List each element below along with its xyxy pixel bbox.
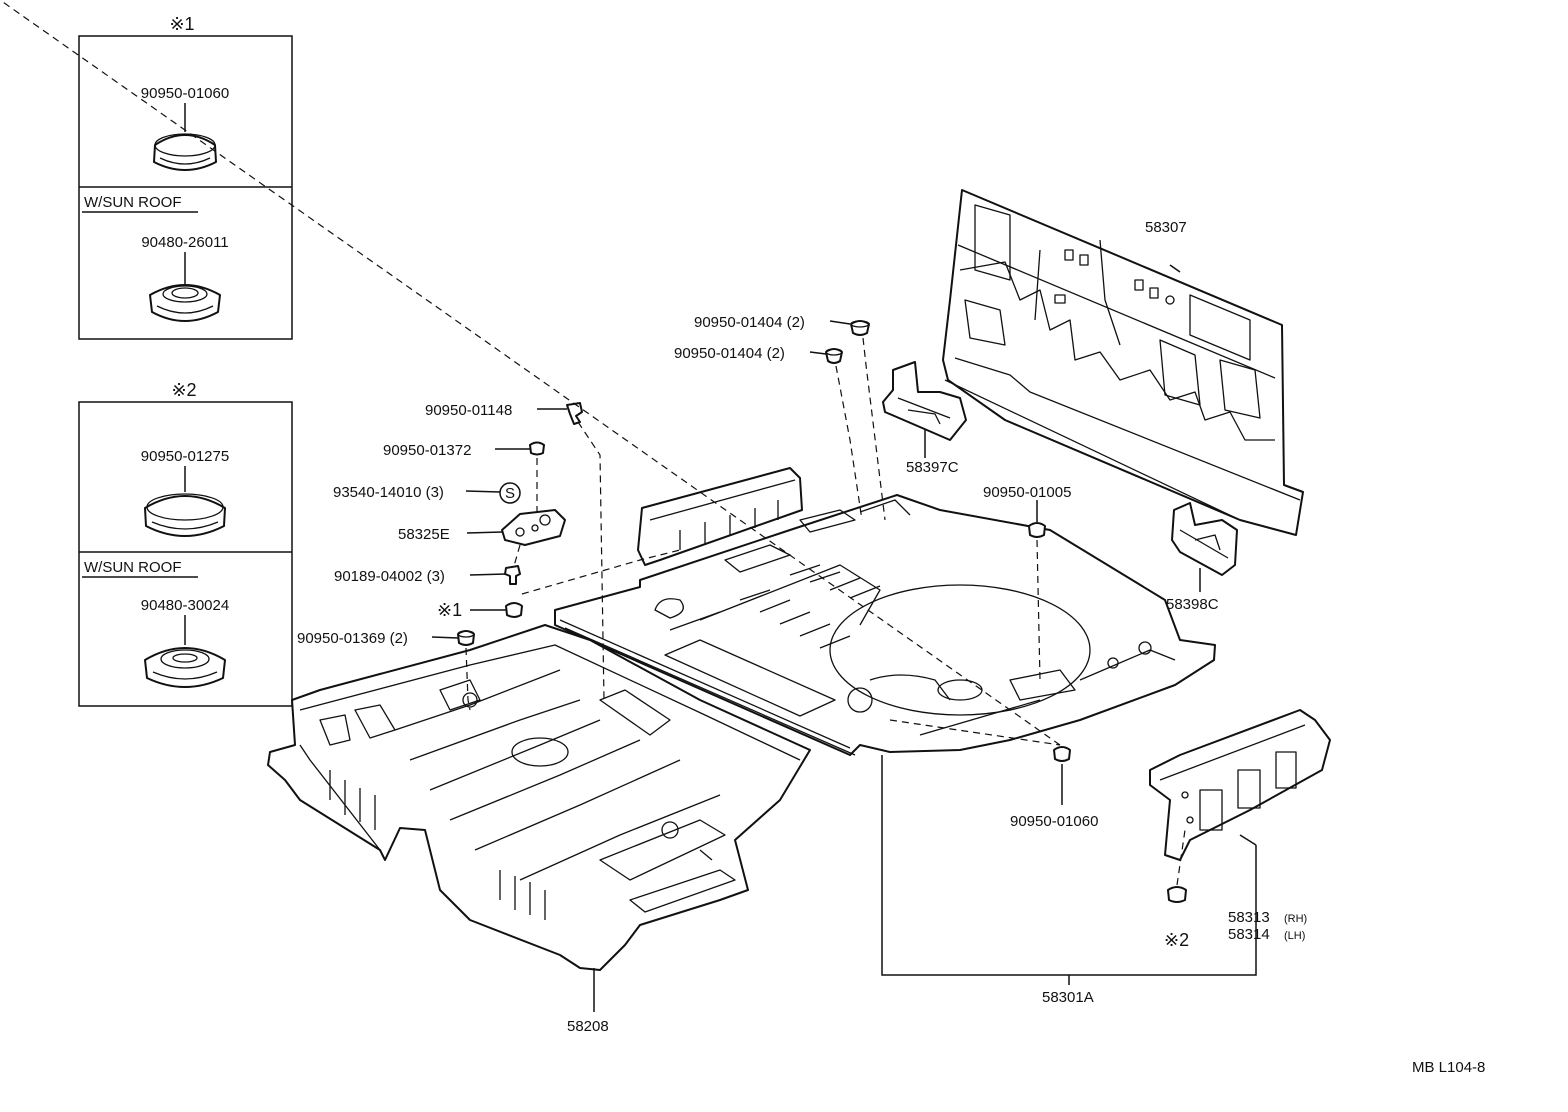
label-90950-01369: 90950-01369 (2) xyxy=(297,630,408,647)
plug-90950-01372-icon xyxy=(529,441,545,456)
symbol-s-text: S xyxy=(505,485,515,502)
label-58325e: 58325E xyxy=(398,526,450,543)
leader-lines xyxy=(431,264,1257,1012)
label-90950-01404-a: 90950-01404 (2) xyxy=(694,314,805,331)
label-90950-01005: 90950-01005 xyxy=(983,484,1071,501)
inset1-bottom-part-label: 90480-26011 xyxy=(141,234,228,251)
floor-pan-58208 xyxy=(267,624,811,971)
label-58307: 58307 xyxy=(1145,219,1187,236)
bracket-58397c xyxy=(882,361,967,441)
side-member-58313-58314 xyxy=(1149,709,1331,861)
clip-90950-01404-b-icon xyxy=(825,348,843,364)
bracket-58325e-icon xyxy=(501,509,566,546)
left-rail-panel xyxy=(637,467,803,566)
inset1-option-label: W/SUN ROOF xyxy=(84,194,182,211)
inset2-marker: ※2 xyxy=(171,380,196,400)
plug-90950-01369-icon xyxy=(457,630,475,646)
bracket-58398c xyxy=(1171,502,1238,576)
label-58398c: 58398C xyxy=(1166,596,1219,613)
label-58313: 58313 xyxy=(1228,909,1270,926)
part-labels: 90950-01404 (2) 90950-01404 (2) 90950-01… xyxy=(297,219,1485,1076)
label-58301a: 58301A xyxy=(1042,989,1094,1006)
assembly-dashed-lines xyxy=(0,0,1186,886)
label-90950-01148: 90950-01148 xyxy=(425,402,512,419)
label-58313-side: (RH) xyxy=(1284,913,1307,925)
label-90950-01404-b: 90950-01404 (2) xyxy=(674,345,785,362)
label-58314-side: (LH) xyxy=(1284,930,1305,942)
label-90950-01372: 90950-01372 xyxy=(383,442,471,459)
sunroof-plug-icon xyxy=(144,647,226,688)
clip-90950-01404-a-icon xyxy=(850,320,870,336)
plug-90950-01060-icon xyxy=(1053,746,1071,762)
inset2-bottom-part-label: 90480-30024 xyxy=(141,597,229,614)
plug-90950-01005-icon xyxy=(1028,522,1046,538)
ref2-plug-icon xyxy=(1167,886,1187,903)
inset1-marker: ※1 xyxy=(169,14,194,34)
label-58397c: 58397C xyxy=(906,459,959,476)
label-90189-04002: 90189-04002 (3) xyxy=(334,568,445,585)
label-ref1: ※1 xyxy=(437,600,462,620)
large-plug-icon xyxy=(144,493,226,537)
label-58208: 58208 xyxy=(567,1018,609,1035)
grommet-plug-icon xyxy=(153,133,217,171)
label-93540-14010: 93540-14010 (3) xyxy=(333,484,444,501)
inset-box-1: ※1 90950-01060 W/SUN ROOF 90480-26011 xyxy=(78,14,293,340)
drawing-code: MB L104-8 xyxy=(1412,1059,1485,1076)
inset1-top-part-label: 90950-01060 xyxy=(141,85,229,102)
inset-box-2: ※2 90950-01275 W/SUN ROOF 90480-30024 xyxy=(78,380,293,707)
label-90950-01060: 90950-01060 xyxy=(1010,813,1098,830)
inset2-top-part-label: 90950-01275 xyxy=(141,448,229,465)
sunroof-grommet-icon xyxy=(149,284,221,322)
clip-90950-01148-icon xyxy=(566,402,583,425)
bolt-90189-04002-icon xyxy=(504,565,521,585)
rear-floor-panel-58301a xyxy=(554,494,1216,756)
inset2-option-label: W/SUN ROOF xyxy=(84,559,182,576)
ref1-plug-icon xyxy=(505,602,523,618)
label-58314: 58314 xyxy=(1228,926,1270,943)
rear-upper-panel-58307 xyxy=(942,189,1304,536)
label-ref2: ※2 xyxy=(1164,930,1189,950)
symbol-s-icon: S xyxy=(499,482,521,504)
